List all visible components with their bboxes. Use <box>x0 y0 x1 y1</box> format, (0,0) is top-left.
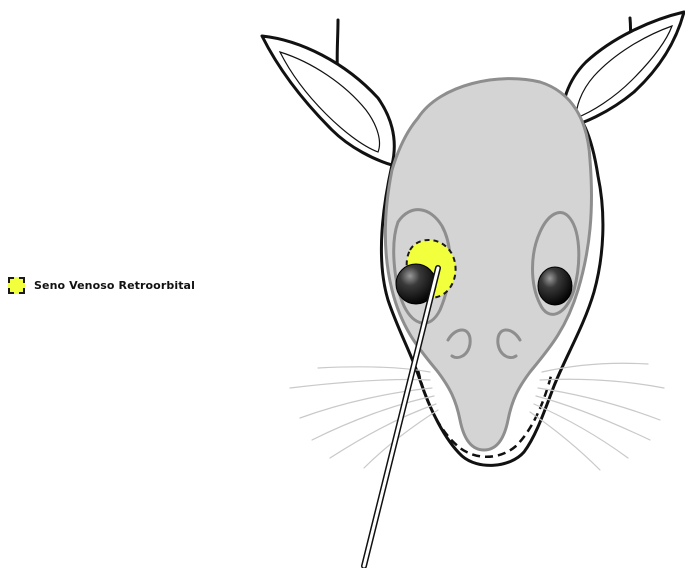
legend: Seno Venoso Retroorbital <box>8 277 195 294</box>
right-ear <box>562 12 684 128</box>
legend-label: Seno Venoso Retroorbital <box>34 279 195 292</box>
right-eye-icon <box>538 267 572 305</box>
legend-swatch <box>8 277 25 294</box>
left-ear <box>262 36 394 165</box>
